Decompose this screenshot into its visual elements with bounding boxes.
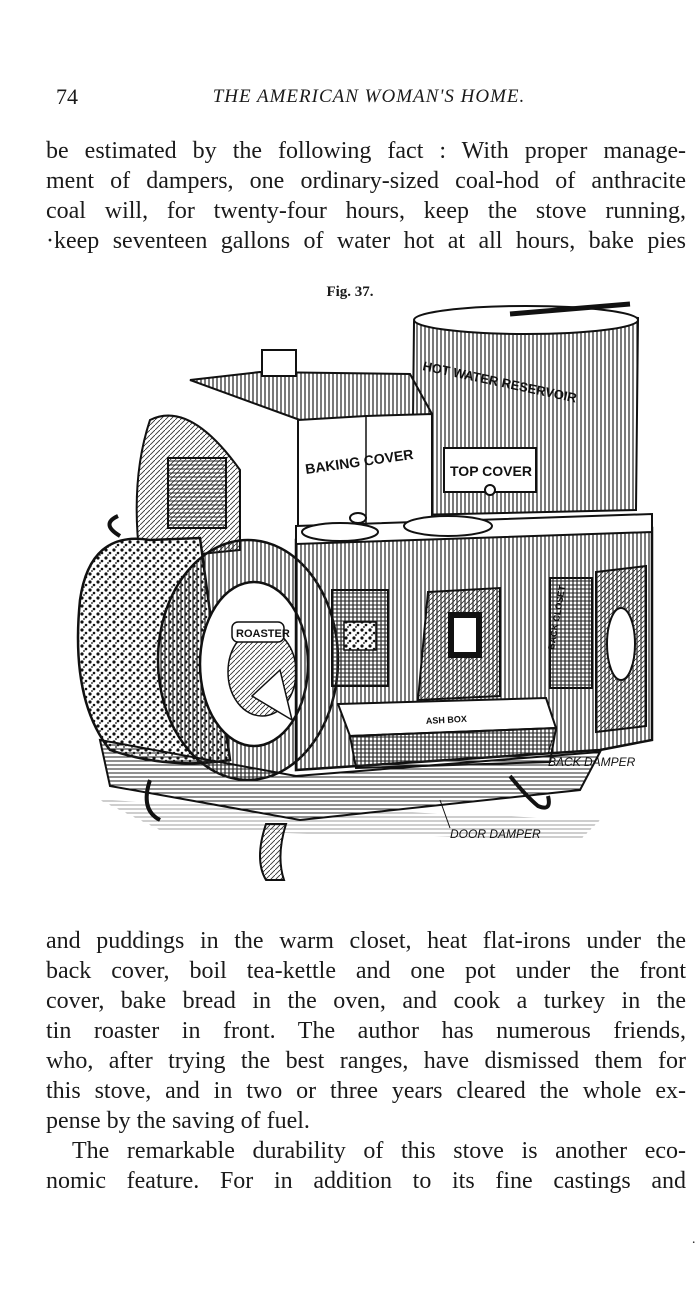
paragraph-bottom: and puddings in the warm closet, heat fl… (46, 926, 686, 1196)
roaster-label: ROASTER (236, 628, 290, 640)
back-damper-label: BACK DAMPER (548, 755, 636, 769)
text-line: and puddings in the warm closet, heat fl… (46, 928, 686, 954)
text-line: pense by the saving of fuel. (46, 1108, 310, 1134)
floor-shadow (100, 800, 600, 840)
text-line: be estimated by the following fact : Wit… (46, 138, 686, 164)
text-line: cover, bake bread in the oven, and cook … (46, 988, 686, 1014)
door-damper-label: DOOR DAMPER (450, 827, 541, 841)
text-line: The remarkable durability of this stove … (72, 1138, 686, 1164)
top-cover-label: TOP COVER (450, 463, 532, 479)
ash-box-label: ASH BOX (426, 714, 467, 726)
hot-water-reservoir: HOT WATER RESERVOIR TOP COVER (410, 301, 640, 517)
text-line: coal will, for twenty-four hours, keep t… (46, 198, 686, 224)
paragraph-top: be estimated by the following fact : Wit… (46, 136, 686, 256)
text-line: nomic feature. For in addition to its fi… (46, 1168, 686, 1194)
text-line: ment of dampers, one ordinary-sized coal… (46, 168, 686, 194)
page-number: 74 (56, 84, 78, 109)
text-line: back cover, boil tea-kettle and one pot … (46, 958, 686, 984)
text-line: who, after trying the best ranges, have … (46, 1048, 686, 1074)
roaster-drum: ROASTER (156, 538, 340, 782)
stove-illustration: HOT WATER RESERVOIR TOP COVER BAKING COV… (40, 300, 660, 900)
text-line: tin roaster in front. The author has num… (46, 1018, 686, 1044)
range-body: ASH BOX BACK CLOSET (294, 512, 654, 772)
figure-caption: Fig. 37. (326, 284, 374, 300)
stove-base (98, 738, 602, 881)
running-head: 74 THE AMERICAN WOMAN'S HOME. (56, 84, 682, 114)
running-title: THE AMERICAN WOMAN'S HOME. (212, 86, 526, 107)
text-line: this stove, and in two or three years cl… (46, 1078, 686, 1104)
baking-cover: BAKING COVER (189, 349, 433, 536)
margin-mark: · (691, 1236, 696, 1251)
text-line: ·keep seventeen gallons of water hot at … (46, 228, 686, 254)
